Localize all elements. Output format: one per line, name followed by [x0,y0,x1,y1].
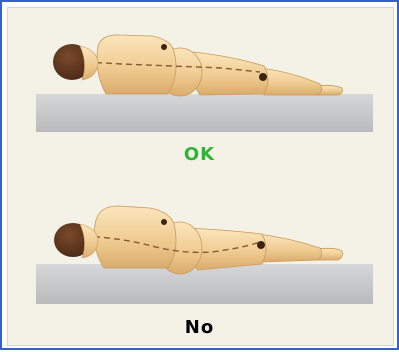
mattress-top [36,94,373,132]
incorrect-posture-figure [36,206,373,304]
ok-label: OK [2,144,397,165]
hip-joint-top [161,44,167,50]
knee-joint-bottom [257,241,265,249]
correct-posture-figure [36,35,373,132]
no-label: No [2,317,397,338]
torso-bottom [94,206,176,268]
hip-joint-bottom [161,219,167,225]
knee-joint-top [259,73,267,81]
mattress-bottom [36,264,373,304]
